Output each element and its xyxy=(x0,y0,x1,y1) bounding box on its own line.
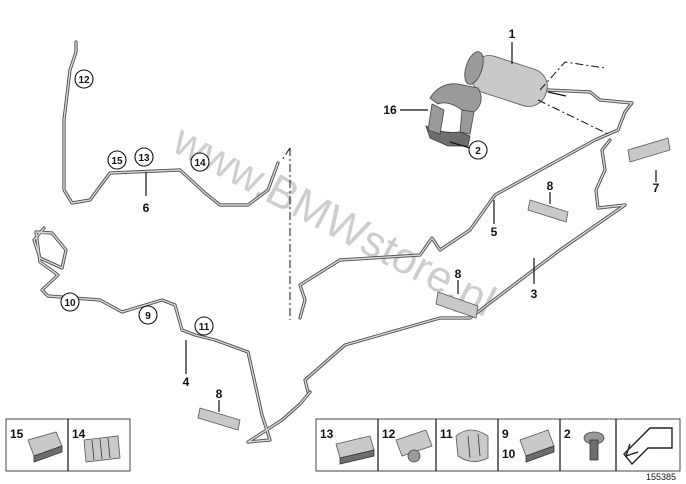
fuel-pipe-3 xyxy=(303,138,627,394)
fuel-pipe-6 xyxy=(62,40,280,207)
fuel-filter xyxy=(464,51,567,107)
clip-8-lower xyxy=(197,407,241,431)
label-4: 4 xyxy=(183,375,190,389)
legend-part-12 xyxy=(395,429,433,463)
callout-circle-12 xyxy=(74,69,94,89)
callout-13: 13 xyxy=(138,153,150,164)
legend-part-9-10 xyxy=(519,429,555,463)
label-6: 6 xyxy=(143,201,150,215)
legend-label-2: 2 xyxy=(564,427,571,441)
legend-part-13 xyxy=(335,435,375,465)
callout-circle-14 xyxy=(190,152,210,172)
diagram-code: 155385 xyxy=(646,472,676,482)
nav-arrow-icon xyxy=(623,427,673,466)
callout-10: 10 xyxy=(64,298,76,309)
callout-2: 2 xyxy=(475,146,481,157)
reference-line-left-tick xyxy=(281,147,291,161)
reference-line-filter-right xyxy=(537,99,611,136)
callout-9: 9 xyxy=(145,311,151,322)
legend-label-15: 15 xyxy=(10,427,24,441)
legend-label-13: 13 xyxy=(320,427,334,441)
legend-part-2-bolt xyxy=(583,431,605,461)
label-16: 16 xyxy=(383,103,397,117)
legend-part-14 xyxy=(83,435,121,463)
label-8-right: 8 xyxy=(547,179,554,193)
clip-8-middle xyxy=(435,291,479,319)
callout-circle-15 xyxy=(107,150,127,170)
label-5: 5 xyxy=(491,225,498,239)
label-8-middle: 8 xyxy=(455,267,462,281)
clip-7 xyxy=(627,137,671,163)
fuel-pipe-5 xyxy=(298,88,634,320)
legend-label-12: 12 xyxy=(382,427,396,441)
callout-circle-11 xyxy=(194,316,214,336)
callout-15: 15 xyxy=(111,156,123,167)
legend-label-14: 14 xyxy=(72,427,86,441)
legend-part-15 xyxy=(27,431,63,463)
clip-8-right xyxy=(527,199,569,223)
label-3: 3 xyxy=(531,287,538,301)
filter-bracket xyxy=(425,83,482,147)
watermark-text: www.BMWstore.pl xyxy=(164,115,503,326)
callout-circle-2 xyxy=(468,140,488,160)
callout-12: 12 xyxy=(78,75,90,86)
reference-line-filter-top xyxy=(539,61,606,91)
legend-label-10: 10 xyxy=(502,447,516,461)
label-7: 7 xyxy=(653,181,660,195)
callout-14: 14 xyxy=(194,158,206,169)
legend-label-11: 11 xyxy=(440,427,453,441)
legend-label-9: 9 xyxy=(502,427,509,441)
callout-circle-13 xyxy=(134,147,154,167)
legend-part-11 xyxy=(455,429,489,462)
callout-11: 11 xyxy=(199,322,210,333)
label-1: 1 xyxy=(509,27,516,41)
fuel-pipe-4 xyxy=(32,226,312,444)
label-8-lower: 8 xyxy=(216,387,223,401)
callout-circle-9 xyxy=(138,305,158,325)
leader-2 xyxy=(449,141,471,149)
callout-circle-10 xyxy=(60,292,80,312)
